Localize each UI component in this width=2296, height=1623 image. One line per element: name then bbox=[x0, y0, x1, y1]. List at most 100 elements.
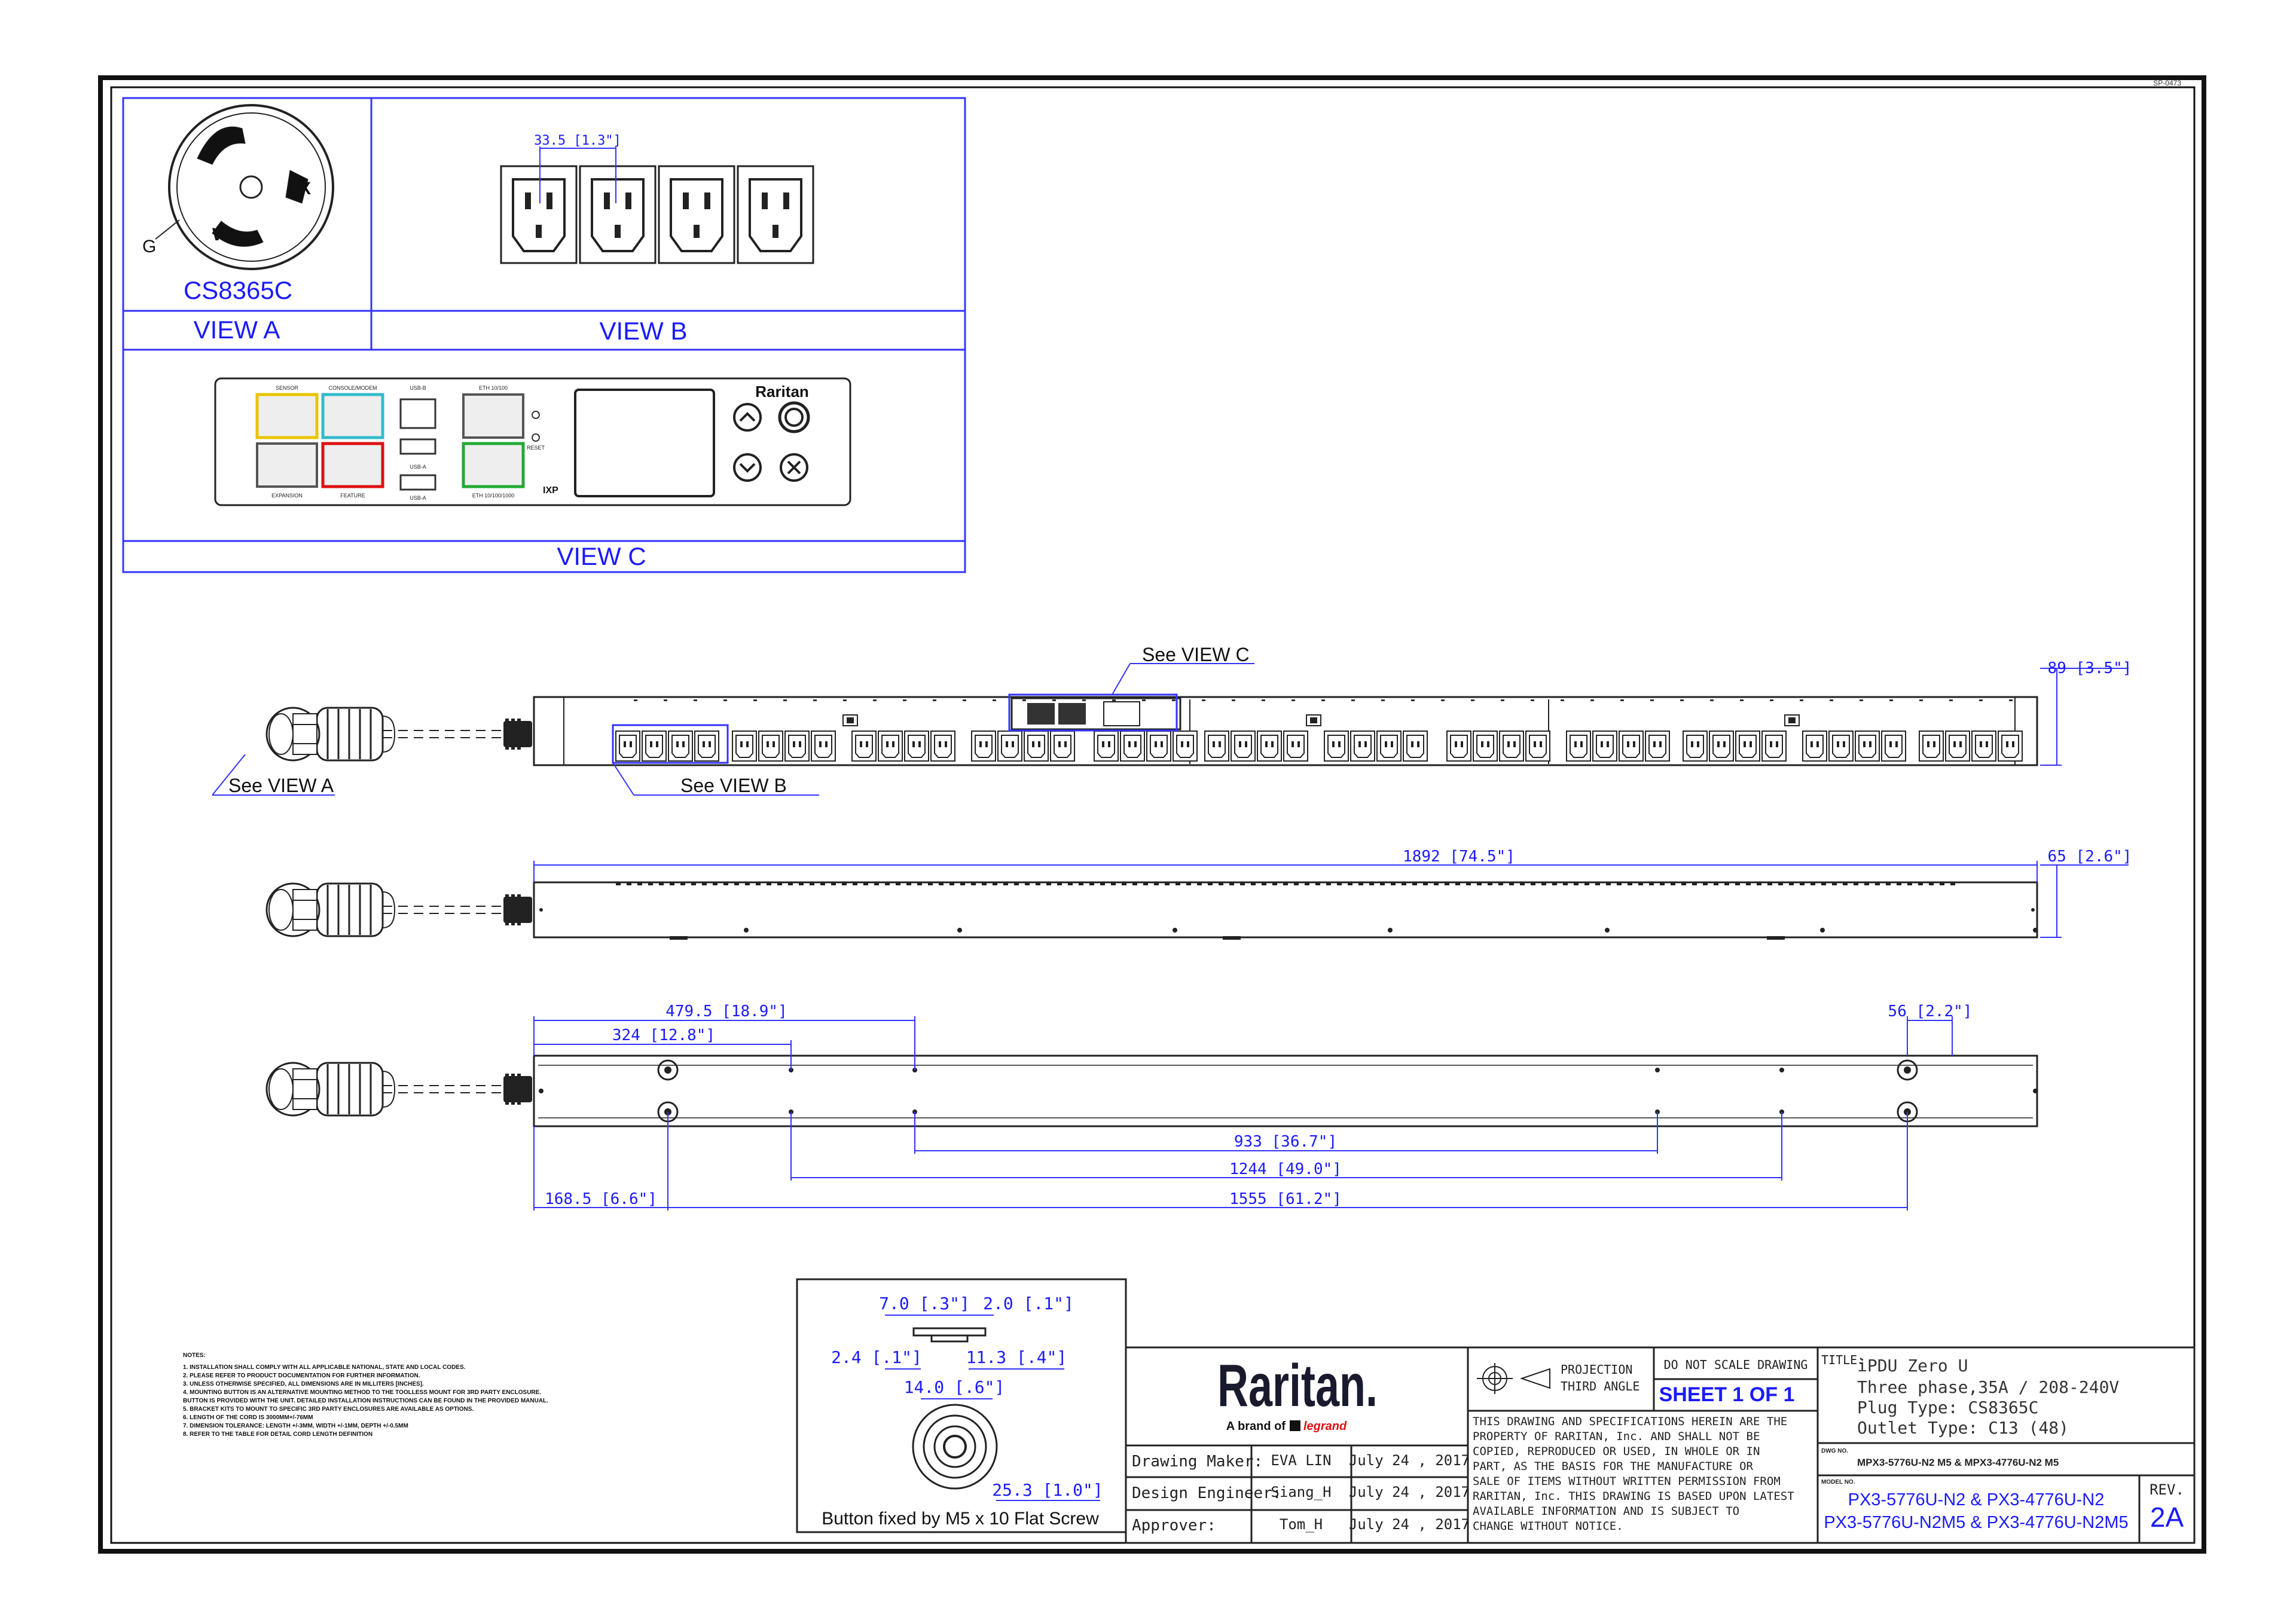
c13-outlet-icon bbox=[1324, 730, 1349, 762]
property-line: AVAILABLE INFORMATION AND IS SUBJECT TO bbox=[1473, 1505, 1739, 1518]
c13-outlet-icon bbox=[1945, 730, 1970, 762]
c13-outlet-icon bbox=[694, 730, 719, 762]
logo-subtitle: A brand of bbox=[1226, 1420, 1286, 1433]
rail-dot bbox=[843, 699, 847, 701]
rail-dot bbox=[1172, 699, 1176, 701]
rail-dot bbox=[1979, 699, 1983, 701]
legrand-icon bbox=[1290, 1420, 1300, 1431]
power-cords bbox=[265, 707, 546, 1127]
inner-border bbox=[110, 86, 2196, 1544]
screw-dot bbox=[1388, 928, 1393, 933]
btn-dim-4: 11.3 [.4"] bbox=[966, 1347, 1067, 1367]
drawing-maker-role: Drawing Maker: bbox=[1132, 1453, 1263, 1471]
panel-brand: Raritan bbox=[755, 383, 809, 401]
svg-text:EXPANSION: EXPANSION bbox=[271, 493, 303, 499]
model-label: MODEL NO. bbox=[1821, 1479, 1855, 1486]
rail-dot bbox=[1082, 699, 1086, 701]
projection-symbol-icon bbox=[1477, 1363, 1550, 1394]
pdu-side-view bbox=[533, 881, 2038, 939]
pdu-back-view bbox=[533, 1055, 2038, 1127]
rail-dot bbox=[664, 699, 667, 701]
property-line: PROPERTY OF RARITAN, Inc. AND SHALL NOT … bbox=[1473, 1430, 1760, 1443]
screw-dot bbox=[744, 928, 749, 933]
note-line: BUTTON IS PROVIDED WITH THE UNIT. DETAIL… bbox=[183, 1398, 548, 1404]
see-view-b-label: See VIEW B bbox=[680, 775, 787, 796]
rail-dot bbox=[993, 699, 996, 701]
rail-dot bbox=[1860, 699, 1863, 701]
property-line: PART, AS THE BASIS FOR THE MANUFACTURE O… bbox=[1473, 1460, 1754, 1473]
rail-dot bbox=[723, 699, 727, 701]
rail-dot bbox=[783, 699, 787, 701]
screw-dot bbox=[2033, 1089, 2038, 1093]
svg-text:USB-B: USB-B bbox=[410, 385, 426, 391]
dim-479: 479.5 [18.9"] bbox=[665, 1002, 787, 1020]
rail-dot bbox=[1620, 699, 1624, 701]
design-engineer-name: Siang_H bbox=[1271, 1484, 1331, 1500]
view-a-title: VIEW A bbox=[194, 316, 280, 344]
note-line: 6. LENGTH OF THE CORD IS 3000MM+/-76MM bbox=[183, 1414, 313, 1421]
notes-block: NOTES:1. INSTALLATION SHALL COMPLY WITH … bbox=[183, 1352, 548, 1438]
c13-outlet-icon bbox=[615, 730, 640, 762]
c13-outlet-icon bbox=[642, 730, 667, 762]
svg-text:CONSOLE/MODEM: CONSOLE/MODEM bbox=[328, 385, 377, 391]
c13-outlet-icon bbox=[1761, 730, 1787, 762]
do-not-scale: DO NOT SCALE DRAWING bbox=[1664, 1358, 1808, 1372]
view-c-title: VIEW C bbox=[557, 542, 646, 570]
note-line: 1. INSTALLATION SHALL COMPLY WITH ALL AP… bbox=[183, 1364, 466, 1371]
model-number-1: PX3-5776U-N2 & PX3-4776U-N2 bbox=[1848, 1490, 2105, 1509]
see-view-a-label: See VIEW A bbox=[228, 775, 334, 796]
title-line-4: Outlet Type: C13 (48) bbox=[1857, 1418, 2069, 1438]
c13-outlet-icon bbox=[732, 730, 757, 762]
button-detail-drawing bbox=[912, 1327, 998, 1490]
c13-outlet-icon bbox=[579, 165, 657, 264]
title-line-2: Three phase,35A / 208-240V bbox=[1857, 1377, 2119, 1397]
foot bbox=[670, 936, 688, 940]
rail-dot bbox=[1232, 699, 1235, 701]
view-b-callout-box bbox=[612, 724, 729, 764]
back-dimensions bbox=[533, 1016, 1953, 1211]
property-line: RARITAN, Inc. THIS DRAWING IS BASED UPON… bbox=[1473, 1490, 1794, 1503]
svg-text:RESET: RESET bbox=[527, 445, 545, 451]
c13-outlet-icon bbox=[904, 730, 929, 762]
rail-dot bbox=[1292, 699, 1295, 701]
outlet-group-view-b bbox=[500, 165, 814, 264]
rail-dot bbox=[1710, 699, 1714, 701]
rail-dot bbox=[873, 699, 877, 701]
foot bbox=[1767, 936, 1785, 940]
btn-dim-2: 2.0 [.1"] bbox=[983, 1294, 1074, 1313]
rail-dot bbox=[1471, 699, 1474, 701]
approver-date: July 24 , 2017 bbox=[1349, 1516, 1470, 1533]
screw-dot bbox=[1605, 928, 1610, 933]
rail-dot bbox=[1770, 699, 1773, 701]
c13-outlet-icon bbox=[811, 730, 836, 762]
screw-dot bbox=[1820, 928, 1825, 933]
note-line: 7. DIMENSION TOLERANCE: LENGTH +/-3MM, W… bbox=[183, 1423, 408, 1429]
outlet-row-front bbox=[615, 699, 2023, 762]
height-dim-label: 89 [3.5"] bbox=[2048, 659, 2132, 677]
view-b-pitch-dim: 33.5 [1.3"] bbox=[534, 133, 621, 148]
outer-border bbox=[98, 75, 2206, 1554]
dim-56: 56 [2.2"] bbox=[1888, 1002, 1973, 1020]
c13-outlet-icon bbox=[1283, 730, 1308, 762]
rail-dot bbox=[1919, 699, 1923, 701]
rail-dot bbox=[1411, 699, 1415, 701]
c13-outlet-icon bbox=[784, 730, 810, 762]
property-line: CHANGE WITHOUT NOTICE. bbox=[1473, 1520, 1623, 1533]
c13-outlet-icon bbox=[1645, 730, 1670, 762]
btn-dim-6: 25.3 [1.0"] bbox=[992, 1480, 1103, 1500]
c13-outlet-icon bbox=[1499, 730, 1524, 762]
approver-name: Tom_H bbox=[1280, 1516, 1323, 1533]
screw-dot bbox=[1173, 928, 1177, 933]
rail-dot bbox=[1052, 699, 1056, 701]
rail-dot bbox=[1202, 699, 1205, 701]
drawing-maker-date: July 24 , 2017 bbox=[1349, 1452, 1470, 1469]
rail-dot bbox=[1561, 699, 1564, 701]
dwg-label: DWG NO. bbox=[1821, 1448, 1848, 1454]
c13-outlet-icon bbox=[1855, 730, 1880, 762]
dim-1244: 1244 [49.0"] bbox=[1229, 1160, 1342, 1178]
c13-outlet-icon bbox=[930, 730, 955, 762]
screw-dot bbox=[957, 928, 962, 933]
rail-dot bbox=[1800, 699, 1803, 701]
dim-933: 933 [36.7"] bbox=[1234, 1133, 1337, 1151]
